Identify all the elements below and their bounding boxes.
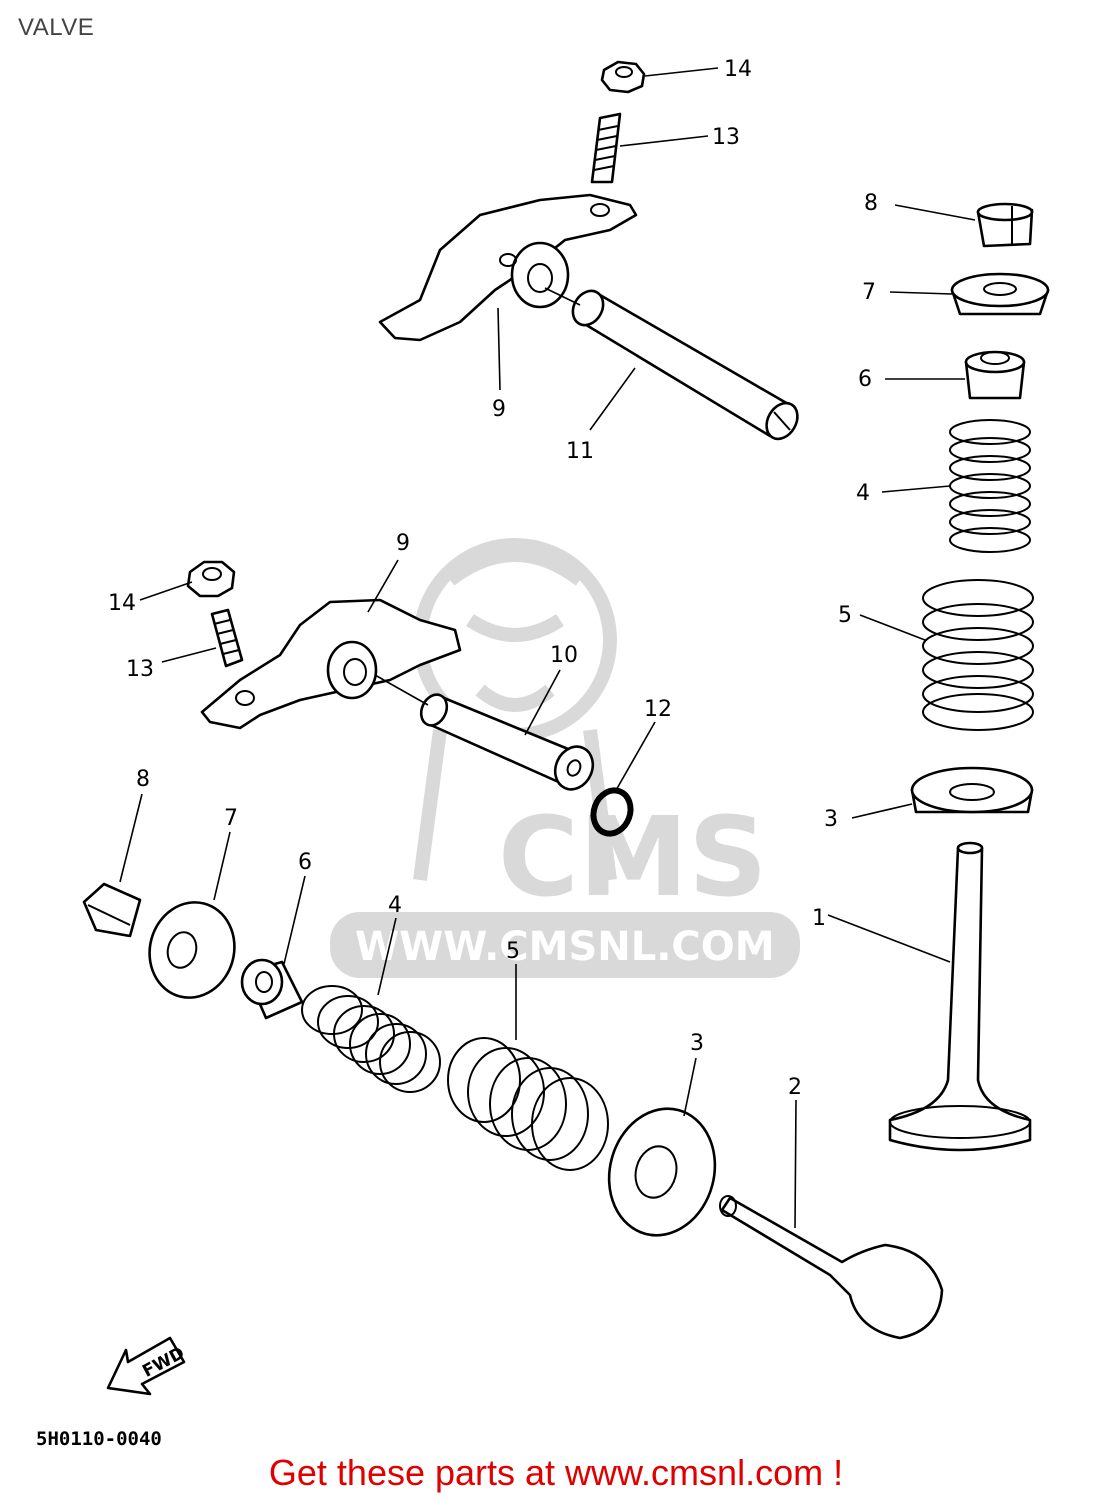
right-valve (888, 841, 1032, 1152)
upper-adjuster-screw (590, 112, 622, 184)
callout-left-seat: 3 (690, 1031, 704, 1056)
callout-right-inner-spring: 4 (856, 481, 870, 506)
callout-o-ring: 12 (644, 697, 672, 722)
diagram-code: 5H0110-0040 (36, 1428, 162, 1450)
callout-upper-shaft: 11 (566, 439, 594, 464)
upper-adjuster-nut (600, 60, 646, 94)
left-spring-seat (607, 1107, 717, 1237)
page-title: VALVE (18, 14, 95, 41)
mid-adjuster-screw (210, 608, 244, 668)
mid-adjuster-nut (186, 560, 236, 598)
callout-left-seal: 6 (298, 850, 312, 875)
callout-left-retainer: 7 (224, 806, 238, 831)
upper-rocker-arm (378, 193, 638, 342)
callout-right-outer-spring: 5 (838, 603, 852, 628)
watermark-url: WWW.CMSNL.COM (355, 924, 775, 970)
callout-mid-arm: 9 (396, 531, 410, 556)
left-outer-spring (447, 1037, 609, 1171)
callout-upper-nut: 14 (724, 57, 752, 82)
callout-mid-screw: 13 (126, 657, 154, 682)
right-valve-cotter (976, 202, 1034, 248)
left-spring-retainer (148, 901, 236, 999)
left-inner-spring (301, 985, 441, 1093)
fwd-arrow: FWD (106, 1336, 188, 1396)
callout-left-outer-spring: 5 (506, 939, 520, 964)
callout-mid-nut: 14 (108, 591, 136, 616)
right-spring-retainer (950, 272, 1050, 316)
callout-mid-shaft: 10 (550, 643, 578, 668)
footer-parts-link[interactable]: Get these parts at www.cmsnl.com ! (268, 1452, 844, 1493)
right-outer-spring (922, 579, 1034, 731)
leader-lines (119, 67, 976, 1229)
callout-right-seal: 6 (858, 367, 872, 392)
right-inner-spring (949, 419, 1031, 553)
callout-right-retainer: 7 (862, 280, 876, 305)
callout-left-valve: 2 (788, 1075, 802, 1100)
mid-rocker-arm (200, 598, 462, 730)
watermark-logo: CMS WWW.CMSNL.COM (330, 538, 800, 978)
callout-upper-screw: 13 (712, 125, 740, 150)
o-ring (590, 787, 634, 837)
callout-upper-arm: 9 (492, 397, 506, 422)
upper-rocker-shaft (544, 287, 799, 441)
left-valve-stem-seal (240, 958, 304, 1020)
right-spring-seat (910, 766, 1034, 814)
right-valve-stem-seal (964, 350, 1026, 400)
left-valve (719, 1195, 944, 1340)
callout-right-valve: 1 (812, 906, 826, 931)
callout-left-cotter: 8 (136, 767, 150, 792)
callout-right-seat: 3 (824, 807, 838, 832)
left-valve-cotter (82, 882, 142, 938)
mid-rocker-shaft (374, 674, 595, 791)
callout-left-inner-spring: 4 (388, 893, 402, 918)
callout-right-cotter: 8 (864, 191, 878, 216)
